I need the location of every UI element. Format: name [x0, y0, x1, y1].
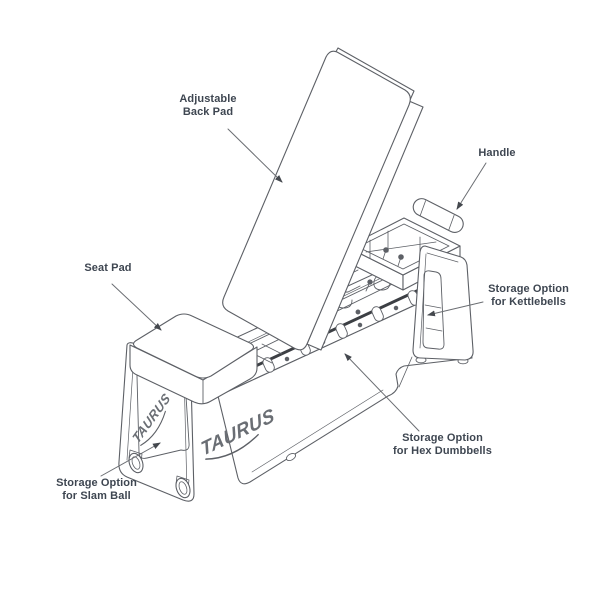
callout-seat-pad: Seat Pad	[58, 262, 158, 275]
callout-line: for Kettlebells	[491, 295, 566, 308]
base-front-inset-line	[251, 389, 384, 473]
kettlebell-opening-shape	[422, 270, 445, 350]
callout-back-pad: Adjustable Back Pad	[148, 93, 268, 118]
callout-line: Storage Option	[56, 477, 137, 489]
callout-arrow-hex-dumbbells	[344, 353, 420, 432]
callout-arrow-back-pad	[227, 128, 283, 183]
rear-leg-inner-line	[419, 253, 427, 349]
seat-pad-shape	[129, 313, 258, 405]
dumbbell-slot	[371, 306, 384, 322]
wheel	[175, 475, 191, 499]
callout-line: Seat Pad	[84, 262, 132, 274]
callout-arrow-slam-ball	[100, 442, 161, 477]
callout-line: for Hex Dumbbells	[393, 444, 492, 457]
callout-line: Handle	[478, 147, 516, 159]
callout-line: Storage Option	[488, 283, 569, 295]
back-pad-face	[222, 50, 411, 351]
callout-arrow-handle	[456, 162, 487, 210]
callout-line: Adjustable	[179, 93, 237, 105]
dumbbell-slot	[335, 323, 348, 339]
callout-handle: Handle	[457, 147, 537, 160]
rear-leg-panel	[412, 245, 474, 361]
back-pad-shape	[222, 47, 424, 364]
tray-hole	[393, 305, 399, 311]
base-bottom-joint	[398, 356, 413, 388]
rear-right-leg	[412, 245, 474, 365]
bolt-stem	[365, 281, 371, 292]
frame-rim-inner	[357, 223, 450, 270]
back-pad-bracket	[261, 343, 283, 355]
seat-pad-sides	[129, 344, 258, 405]
callout-arrow-kettlebells	[427, 301, 484, 317]
opening-shelf-line	[424, 304, 442, 309]
tray-hole	[357, 322, 363, 328]
callout-line: Back Pad	[182, 105, 234, 118]
tray-hole	[284, 356, 290, 362]
callout-arrow-seat-pad	[111, 283, 162, 331]
callout-slam-ball: Storage Option for Slam Ball	[34, 477, 159, 502]
callout-hex-dumbbells: Storage Option for Hex Dumbbells	[375, 432, 510, 457]
dumbbell-slot	[262, 357, 275, 373]
rear-leg-inner-line	[426, 252, 459, 263]
base-foot	[285, 452, 297, 462]
callout-line: Storage Option	[402, 432, 483, 444]
seat-pad-top-face	[132, 313, 255, 379]
callout-kettlebells: Storage Option for Kettlebells	[466, 283, 591, 308]
callout-line: for Slam Ball	[62, 489, 131, 502]
base-front-face	[217, 287, 473, 485]
opening-shelf-line	[425, 327, 443, 332]
bolt	[355, 309, 361, 315]
handle-shape	[412, 198, 464, 234]
callout-arrows	[100, 128, 487, 477]
